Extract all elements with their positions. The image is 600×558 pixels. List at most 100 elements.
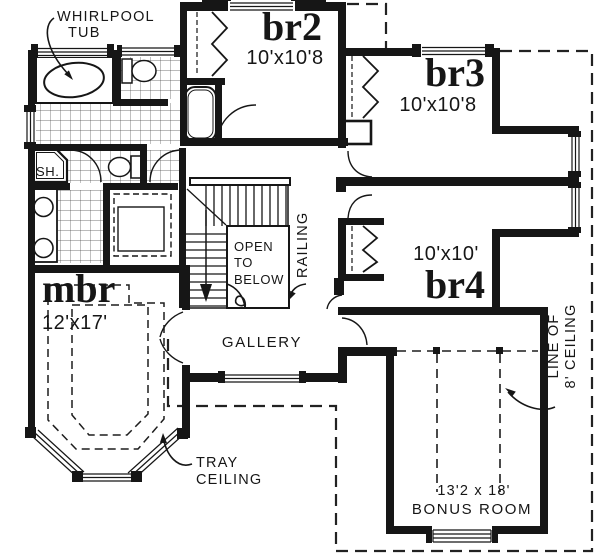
ceiling-line-label-2: 8' CEILING — [563, 304, 579, 389]
wall — [338, 218, 346, 280]
wall — [103, 183, 178, 190]
wall — [338, 347, 347, 383]
wall — [180, 78, 225, 85]
bonus-room-label: BONUS ROOM — [412, 501, 532, 518]
window-cap — [492, 526, 498, 543]
closet-shelf-dashed — [113, 193, 172, 257]
window-cap — [24, 105, 36, 112]
window-cap — [31, 44, 38, 58]
ceiling-post-marker — [496, 347, 503, 354]
open-to-below-label: BELOW — [234, 272, 284, 287]
wall — [215, 83, 222, 145]
window-cap — [568, 171, 581, 177]
room-label-br4: br4 — [425, 262, 485, 307]
wall — [492, 48, 500, 133]
wall — [180, 138, 348, 146]
note-page-curl — [226, 283, 247, 309]
wall-window-cap — [202, 0, 231, 11]
closet-shelf — [117, 206, 165, 252]
wall — [338, 2, 346, 48]
tray-ceiling-label: CEILING — [196, 472, 262, 488]
stairwell-edge — [186, 185, 289, 309]
wall — [338, 347, 397, 356]
wall — [28, 50, 35, 435]
window-glass — [225, 374, 300, 383]
wall — [28, 183, 70, 190]
whirlpool-leader — [46, 17, 69, 75]
toilet-bowl — [107, 156, 132, 178]
wall-window-cap — [291, 0, 326, 11]
whirlpool-tub — [43, 61, 105, 99]
vanity-sink — [33, 237, 54, 259]
room-dims-br2: 10'x10'8 — [246, 47, 323, 69]
tray-ceiling-label: TRAY — [196, 455, 238, 471]
walls — [25, 0, 579, 534]
door-arc-hall — [326, 294, 343, 310]
wall — [28, 144, 147, 151]
bay-window-glass — [31, 429, 85, 479]
ceiling-arrowhead — [505, 388, 516, 397]
ceiling-post-marker — [433, 347, 440, 354]
wall — [495, 229, 578, 237]
closet-rod-dashed — [196, 12, 353, 272]
whirlpool-arrowhead — [64, 70, 73, 80]
railing-label: RAILING — [295, 212, 311, 278]
room-label-mbr: mbr — [42, 266, 115, 311]
wall — [28, 265, 190, 273]
door-arc-mbr-left — [159, 311, 184, 338]
wall — [180, 2, 187, 146]
window-cap — [218, 371, 225, 383]
stair-railing — [189, 177, 291, 186]
bonus-room-dims: 13'2 x 18' — [437, 483, 510, 499]
roof-outline-top-notch — [347, 2, 388, 48]
window-glass — [571, 188, 580, 228]
room-label-br3: br3 — [425, 50, 485, 95]
door-arc-bonus — [341, 317, 368, 346]
door-arc-vanity — [69, 149, 102, 183]
window-cap — [24, 142, 36, 149]
labels: WHIRLPOOL TUB br2 10'x10'8 br3 10'x10'8 … — [36, 4, 579, 518]
bathtub — [184, 86, 217, 142]
room-dims-mbr: 12'x17' — [42, 312, 108, 334]
stair-treads-upper — [205, 186, 287, 226]
window-cap — [412, 44, 421, 57]
ceiling-line-label: LINE OF 8' CEILING — [546, 304, 579, 389]
door-arc-br4 — [347, 194, 373, 219]
window-glass — [122, 47, 177, 56]
window-cap — [174, 45, 180, 57]
window — [223, 372, 302, 383]
window-glass — [26, 112, 35, 143]
open-to-below-label: TO — [234, 255, 253, 270]
tile-bath-main — [35, 103, 180, 144]
bay-post — [72, 471, 83, 482]
wall — [492, 126, 578, 134]
bifold-door — [361, 55, 380, 119]
window-cap — [299, 371, 306, 383]
closets — [196, 11, 380, 273]
window-cap — [568, 131, 581, 137]
window-cap — [426, 526, 432, 543]
wall — [338, 48, 346, 148]
wall — [334, 278, 344, 295]
wall — [114, 50, 121, 103]
vanity-sink — [33, 196, 54, 218]
ceiling-lines — [47, 284, 538, 492]
window-cap — [485, 44, 494, 57]
windows — [24, 1, 581, 543]
window-glass — [422, 46, 487, 56]
wall — [338, 274, 384, 281]
bay-post — [25, 427, 36, 438]
window-glass — [230, 2, 293, 11]
shower-stall-inner — [36, 152, 64, 179]
doors — [69, 104, 373, 364]
room-label-br2: br2 — [262, 4, 322, 49]
open-to-below-label: OPEN — [234, 239, 273, 254]
door-arc-br3 — [347, 150, 373, 178]
toilet-tank — [121, 58, 133, 84]
door-arc-bath — [149, 149, 183, 183]
wall — [540, 307, 548, 533]
eight-foot-ceiling-line — [397, 350, 538, 492]
door-arc-br2 — [217, 104, 257, 142]
